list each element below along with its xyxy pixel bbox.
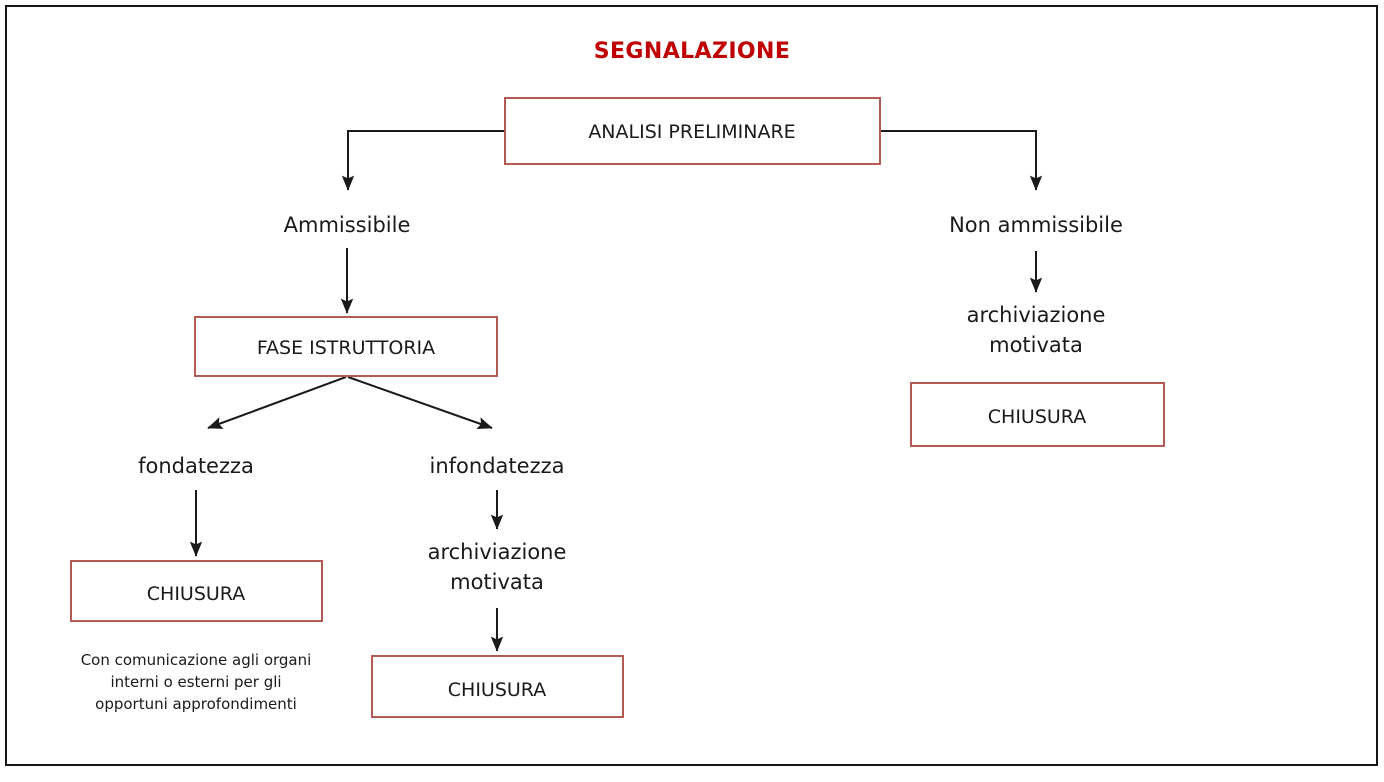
chiusura-destra-box[interactable] [910,382,1165,447]
node-fase-istruttoria[interactable]: FASE ISTRUTTORIA [194,316,498,377]
node-archiviazione-motivata-centro: archiviazione motivata [428,540,567,594]
node-chiusura-destra[interactable]: CHIUSURA [910,382,1165,447]
note-line-1: Con comunicazione agli organi [81,651,312,669]
fase-istruttoria-label: FASE ISTRUTTORIA [257,337,435,359]
note-line-2: interni o esterni per gli [110,673,281,691]
analisi-preliminare-box[interactable] [504,97,881,165]
connector-fase-istruttoria-to-fondatezza [207,376,347,429]
chiusura-centro-box[interactable] [371,655,624,718]
node-fondatezza-label: fondatezza [138,454,254,478]
connector-analisi-to-ammissibile [341,130,505,191]
node-ammissibile-label: Ammissibile [284,213,411,237]
chiusura-sinistra-box[interactable] [70,560,323,622]
node-analisi-preliminare[interactable]: ANALISI PRELIMINARE [504,97,881,165]
chiusura-centro-label: CHIUSURA [448,679,546,701]
archiviazione-centro-line2: motivata [450,570,544,594]
node-non-ammissibile-label: Non ammissibile [949,213,1123,237]
note-line-3: opportuni approfondimenti [95,695,297,713]
fase-istruttoria-box[interactable] [194,316,498,377]
page-title: SEGNALAZIONE [594,39,791,64]
node-archiviazione-motivata-destra: archiviazione motivata [967,303,1106,357]
analisi-preliminare-label: ANALISI PRELIMINARE [588,121,795,143]
node-infondatezza-label: infondatezza [430,454,565,478]
node-chiusura-centro[interactable]: CHIUSURA [371,655,624,718]
archiviazione-destra-line2: motivata [989,333,1083,357]
connector-analisi-to-non-ammissibile [880,130,1043,191]
node-chiusura-sinistra[interactable]: CHIUSURA [70,560,323,622]
archiviazione-centro-line1: archiviazione [428,540,567,564]
connector-fase-istruttoria-to-infondatezza [347,376,493,430]
chiusura-sinistra-label: CHIUSURA [147,583,245,605]
note-comunicazione-organi: Con comunicazione agli organi interni o … [81,651,312,713]
archiviazione-destra-line1: archiviazione [967,303,1106,327]
chiusura-destra-label: CHIUSURA [988,406,1086,428]
